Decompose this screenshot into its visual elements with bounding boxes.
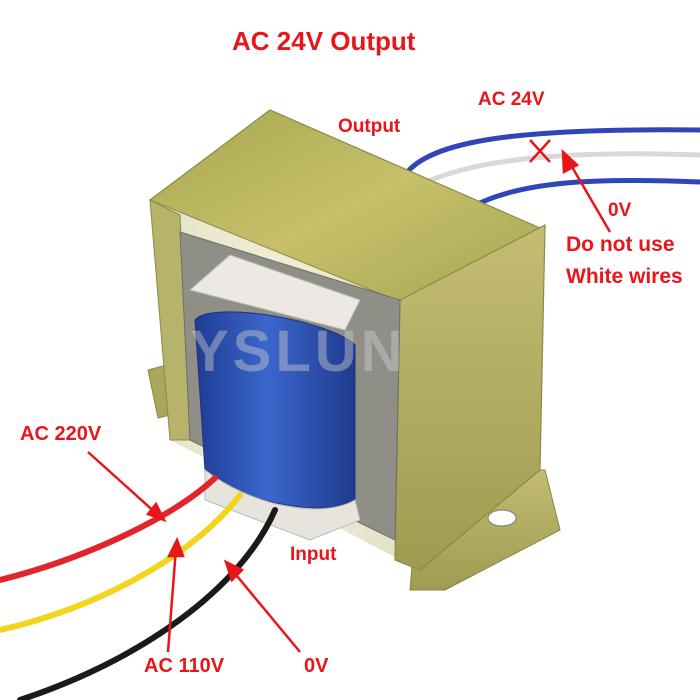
zero-volt-output-label: 0V bbox=[608, 200, 632, 221]
annotation-arrows bbox=[87, 139, 612, 653]
yellow-wire bbox=[0, 492, 243, 633]
arrow-white-wire bbox=[566, 159, 612, 233]
arrow-0v-bottom bbox=[231, 569, 301, 653]
bobbin-top bbox=[188, 254, 361, 331]
warning-line-1: Do not use bbox=[566, 233, 675, 256]
blue-wire-upper bbox=[402, 127, 700, 178]
title-label: AC 24V Output bbox=[232, 26, 416, 56]
blue-wire-lower bbox=[467, 177, 700, 211]
warning-line-2: White wires bbox=[566, 265, 683, 288]
output-wires bbox=[402, 127, 700, 211]
ac-220v-label: AC 220V bbox=[20, 423, 102, 445]
cross-mark-b bbox=[529, 139, 551, 163]
ac-110v-label: AC 110V bbox=[144, 655, 225, 677]
arrow-ac110 bbox=[166, 547, 178, 653]
input-wires bbox=[0, 475, 278, 700]
bobbin-bottom bbox=[204, 468, 361, 541]
black-wire bbox=[17, 507, 278, 700]
output-label: Output bbox=[338, 116, 401, 137]
watermark: YSLUN bbox=[190, 319, 407, 384]
input-label: Input bbox=[290, 544, 337, 565]
white-wire bbox=[417, 151, 700, 188]
arrow-ac220 bbox=[87, 451, 159, 516]
mounting-hole bbox=[487, 509, 517, 527]
red-wire bbox=[0, 475, 218, 583]
zero-volt-input-label: 0V bbox=[304, 655, 329, 677]
ac-24v-label: AC 24V bbox=[478, 89, 545, 110]
